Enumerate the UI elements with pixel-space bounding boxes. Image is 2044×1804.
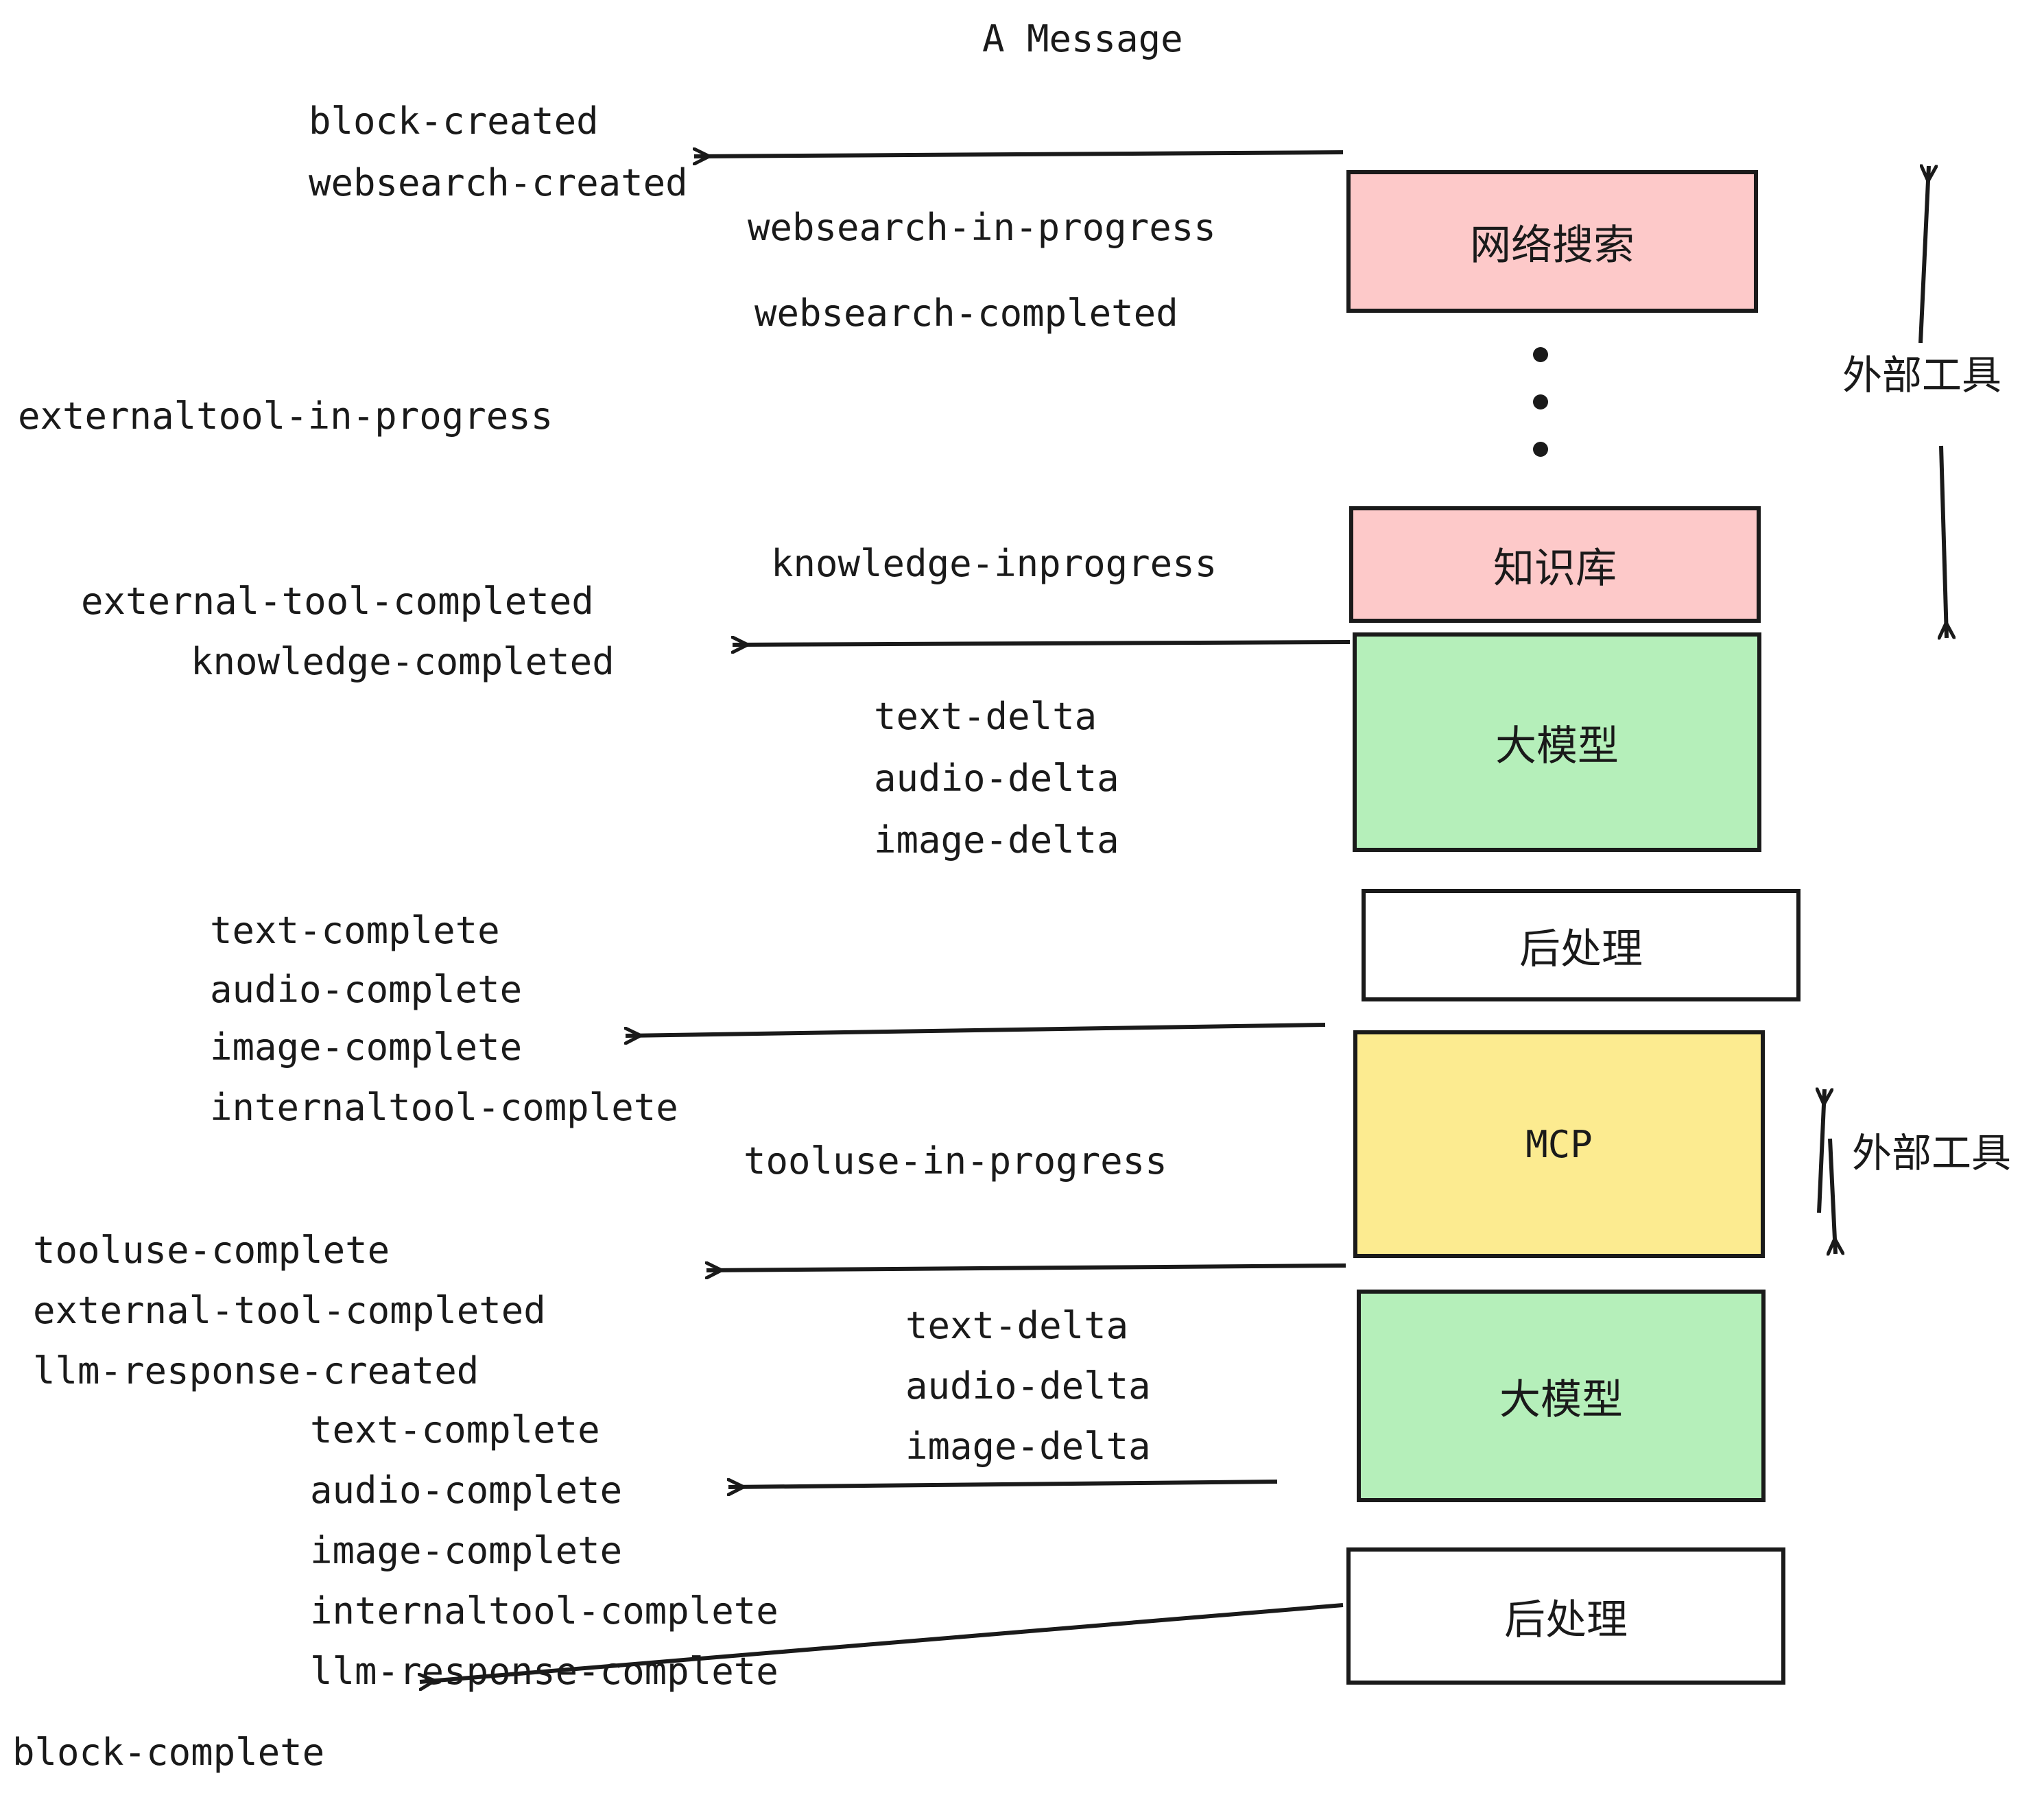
event-image-complete-2: image-complete [310, 1529, 623, 1572]
event-block-complete: block-complete [12, 1731, 325, 1774]
event-text-complete-2: text-complete [310, 1408, 600, 1451]
event-externaltool-in-progress: externaltool-in-progress [18, 394, 554, 438]
arrow-knowledge-to-knowledge-completed [733, 642, 1351, 645]
event-image-complete-1: image-complete [210, 1025, 523, 1069]
event-websearch-created: websearch-created [309, 161, 688, 204]
event-text-complete-1: text-complete [210, 909, 500, 952]
external-tools-bottom-up-arrow [1819, 1089, 1825, 1213]
dot [1533, 394, 1548, 410]
event-internaltool-complete-2: internaltool-complete [310, 1589, 779, 1633]
event-block-created: block-created [309, 99, 599, 143]
arrow-websearch-to-block-created [694, 152, 1344, 156]
group-label-external-tools-top: 外部工具 [1842, 352, 2002, 399]
node-knowledge[interactable]: 知识库 [1349, 506, 1761, 623]
ellipsis-vertical-dots [1532, 347, 1549, 457]
node-postprocess-2-label: 后处理 [1504, 1595, 1628, 1644]
event-internaltool-complete-1: internaltool-complete [210, 1086, 678, 1129]
node-websearch-label: 网络搜索 [1470, 221, 1635, 270]
dot [1533, 442, 1548, 457]
node-postprocess-1[interactable]: 后处理 [1362, 889, 1801, 1001]
event-audio-complete-2: audio-complete [310, 1469, 623, 1512]
event-image-delta-1: image-delta [874, 818, 1119, 862]
event-audio-delta-1: audio-delta [874, 757, 1119, 800]
diagram-title: A Message [982, 17, 1183, 60]
node-postprocess-2[interactable]: 后处理 [1346, 1547, 1785, 1685]
event-tooluse-complete: tooluse-complete [33, 1229, 390, 1272]
event-text-delta-1: text-delta [874, 695, 1097, 738]
group-label-external-tools-bottom: 外部工具 [1852, 1130, 2012, 1176]
node-llm-2[interactable]: 大模型 [1357, 1290, 1766, 1502]
external-tools-top-up-arrow [1918, 166, 1929, 344]
event-external-tool-completed-2: external-tool-completed [33, 1289, 546, 1332]
node-llm-1-label: 大模型 [1495, 722, 1619, 770]
arrow-mcp-to-tooluse-complete [706, 1266, 1346, 1270]
node-websearch[interactable]: 网络搜索 [1346, 170, 1758, 313]
event-audio-complete-1: audio-complete [210, 968, 523, 1011]
event-websearch-in-progress: websearch-in-progress [748, 206, 1216, 249]
event-image-delta-2: image-delta [905, 1425, 1151, 1468]
event-llm-response-created: llm-response-created [33, 1349, 479, 1392]
arrow-postprocess-to-image-complete [626, 1023, 1326, 1036]
event-external-tool-completed-1: external-tool-completed [81, 580, 594, 623]
event-llm-response-complete: llm-response-complete [310, 1650, 779, 1693]
event-tooluse-in-progress: tooluse-in-progress [744, 1139, 1167, 1183]
arrow-postprocess2-to-block-complete [420, 1603, 1344, 1682]
external-tools-bottom-down-arrow [1830, 1138, 1835, 1254]
node-llm-1[interactable]: 大模型 [1353, 632, 1761, 852]
event-text-delta-2: text-delta [905, 1304, 1129, 1347]
node-llm-2-label: 大模型 [1499, 1375, 1623, 1424]
dot [1533, 347, 1548, 362]
event-audio-delta-2: audio-delta [905, 1364, 1151, 1408]
arrow-llm2-to-audio-complete [728, 1482, 1278, 1487]
event-websearch-completed: websearch-completed [754, 292, 1178, 335]
external-tools-top-down-arrow [1941, 445, 1947, 638]
node-mcp-label: MCP [1525, 1122, 1593, 1166]
node-knowledge-label: 知识库 [1493, 544, 1617, 593]
event-knowledge-inprogress: knowledge-inprogress [771, 542, 1217, 585]
node-postprocess-1-label: 后处理 [1519, 925, 1643, 973]
event-knowledge-completed: knowledge-completed [191, 640, 615, 683]
node-mcp[interactable]: MCP [1353, 1030, 1765, 1258]
